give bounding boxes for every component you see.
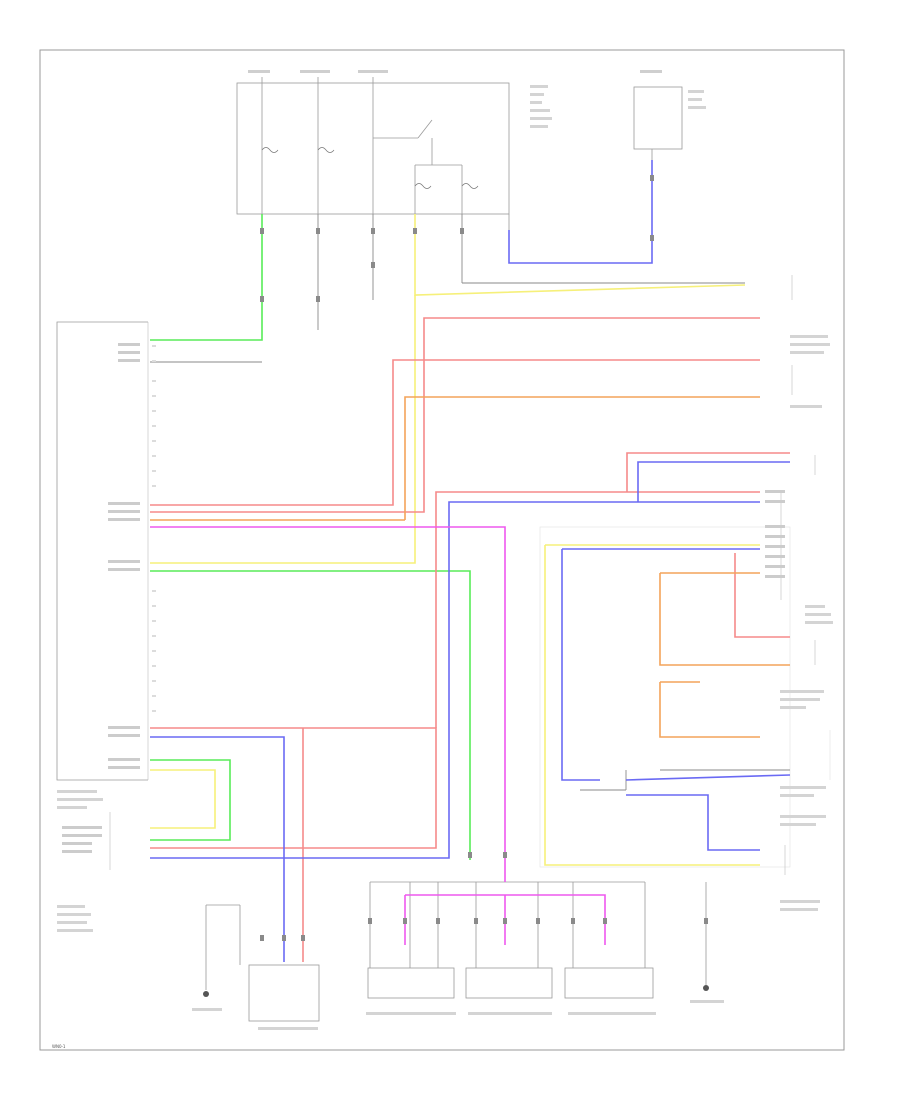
fuse-icon [461,183,479,189]
connector-icon [260,175,708,941]
right-connector-block [539,275,833,911]
sensor-box-lower-left [57,790,111,932]
fuse-relay-box [236,70,552,230]
top-right-relay-box [633,70,706,160]
left-pin-strip [62,343,156,853]
control-unit-left [56,321,149,781]
wires-red [150,317,790,962]
fuse-icon [261,147,279,153]
page-reference: WN0-1 [52,1044,66,1049]
right-pin-strip [765,490,785,578]
wires-green [150,214,471,860]
wires-orange [150,396,790,738]
ground-icon [703,985,709,991]
wires-yellow [150,214,760,866]
fuse-icon [317,147,335,153]
fuse-icon [414,183,432,189]
ground-icon [203,991,209,997]
wires-blue [150,160,791,962]
diagram-frame [39,49,845,1051]
bottom-components [192,881,724,1030]
